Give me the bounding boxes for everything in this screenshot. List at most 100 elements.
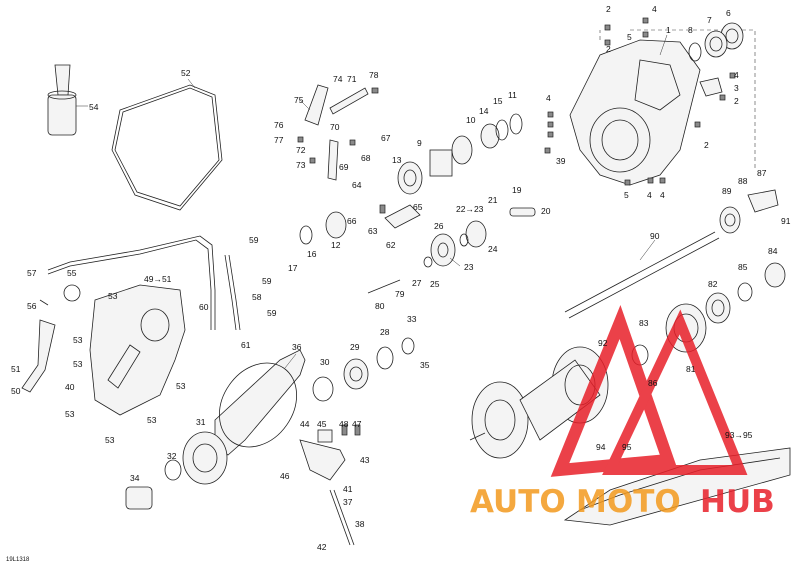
label-53a: 53 — [108, 291, 118, 301]
label-87: 87 — [757, 168, 767, 178]
label-48: 48 — [339, 419, 349, 429]
label-5b: 5 — [624, 190, 629, 200]
label-3: 3 — [734, 83, 739, 93]
label-58: 58 — [252, 292, 262, 302]
label-43: 43 — [360, 455, 370, 465]
label-25: 25 — [430, 279, 440, 289]
label-31: 31 — [196, 417, 206, 427]
cover-gasket — [111, 84, 223, 211]
label-44: 44 — [300, 419, 310, 429]
watermark-word-hub: HUB — [700, 484, 775, 520]
label-91: 91 — [781, 216, 791, 226]
label-19: 19 — [512, 185, 522, 195]
label-59c: 59 — [267, 308, 277, 318]
label-36: 36 — [292, 342, 302, 352]
label-5a: 5 — [627, 32, 632, 42]
label-69: 69 — [339, 162, 349, 172]
label-60: 60 — [199, 302, 209, 312]
label-92: 92 — [598, 338, 608, 348]
label-74: 74 — [333, 74, 343, 84]
label-37: 37 — [343, 497, 353, 507]
side-cover — [21, 284, 186, 416]
label-89: 89 — [722, 186, 732, 196]
label-50: 50 — [11, 386, 21, 396]
label-59a: 59 — [249, 235, 259, 245]
label-49: 49→51 — [144, 274, 172, 284]
label-24: 24 — [488, 244, 498, 254]
label-63: 63 — [368, 226, 378, 236]
label-9: 9 — [417, 138, 422, 148]
label-2b: 2 — [734, 96, 739, 106]
label-42: 42 — [317, 542, 327, 552]
label-62: 62 — [386, 240, 396, 250]
drive-pulleys — [125, 337, 415, 510]
bearing-set-top-right — [688, 22, 744, 97]
label-71: 71 — [347, 74, 357, 84]
label-54: 54 — [89, 102, 99, 112]
label-26: 26 — [434, 221, 444, 231]
label-53e: 53 — [105, 435, 115, 445]
label-75: 75 — [294, 95, 304, 105]
main-housing — [569, 29, 756, 186]
callout-labels: 1 2 2 2 2 3 4 4 4 4 4 5 5 6 7 8 9 10 11 … — [6, 4, 791, 563]
label-66: 66 — [347, 216, 357, 226]
label-86: 86 — [648, 378, 658, 388]
label-83: 83 — [639, 318, 649, 328]
label-10: 10 — [466, 115, 476, 125]
shift-arm — [299, 424, 361, 546]
label-13: 13 — [392, 155, 402, 165]
label-51: 51 — [11, 364, 21, 374]
label-46: 46 — [280, 471, 290, 481]
label-38: 38 — [355, 519, 365, 529]
label-90: 90 — [650, 231, 660, 241]
label-11: 11 — [508, 90, 517, 100]
label-94: 94 — [596, 442, 606, 452]
label-52: 52 — [181, 68, 191, 78]
label-33: 33 — [407, 314, 417, 324]
label-1: 1 — [666, 25, 671, 35]
label-59b: 59 — [262, 276, 272, 286]
label-53f: 53 — [147, 415, 157, 425]
label-30: 30 — [320, 357, 330, 367]
label-32: 32 — [167, 451, 177, 461]
label-93: 93→95 — [725, 430, 753, 440]
watermark-triangle-right — [602, 309, 748, 475]
label-23: 23 — [464, 262, 474, 272]
shift-lever-assembly — [297, 84, 379, 181]
label-34: 34 — [130, 473, 140, 483]
label-8: 8 — [688, 25, 693, 35]
label-22: 22→23 — [456, 204, 484, 214]
label-53c: 53 — [73, 359, 83, 369]
label-29: 29 — [350, 342, 360, 352]
label-21: 21 — [488, 195, 498, 205]
vent-hose — [47, 235, 241, 331]
drawing-ref-code: 19L1318 — [6, 557, 30, 563]
label-28: 28 — [380, 327, 390, 337]
label-78: 78 — [369, 70, 379, 80]
label-27: 27 — [412, 278, 422, 288]
drive-belt — [214, 349, 306, 456]
label-39: 39 — [556, 156, 566, 166]
label-76: 76 — [274, 120, 284, 130]
label-53d: 53 — [65, 409, 75, 419]
label-57: 57 — [27, 268, 37, 278]
label-53b: 53 — [73, 335, 83, 345]
label-35: 35 — [420, 360, 430, 370]
label-70: 70 — [330, 122, 340, 132]
label-85: 85 — [738, 262, 748, 272]
label-65: 65 — [413, 202, 423, 212]
label-56: 56 — [27, 301, 37, 311]
label-72: 72 — [296, 145, 306, 155]
label-73: 73 — [296, 160, 306, 170]
filler-tube — [47, 64, 77, 136]
label-55: 55 — [67, 268, 77, 278]
label-47: 47 — [352, 419, 362, 429]
automotohub-watermark: AUTO MOTO HUB — [470, 304, 775, 520]
label-15: 15 — [493, 96, 503, 106]
label-4e: 4 — [660, 190, 665, 200]
label-40: 40 — [65, 382, 75, 392]
label-2a: 2 — [606, 4, 611, 14]
label-4d: 4 — [647, 190, 652, 200]
